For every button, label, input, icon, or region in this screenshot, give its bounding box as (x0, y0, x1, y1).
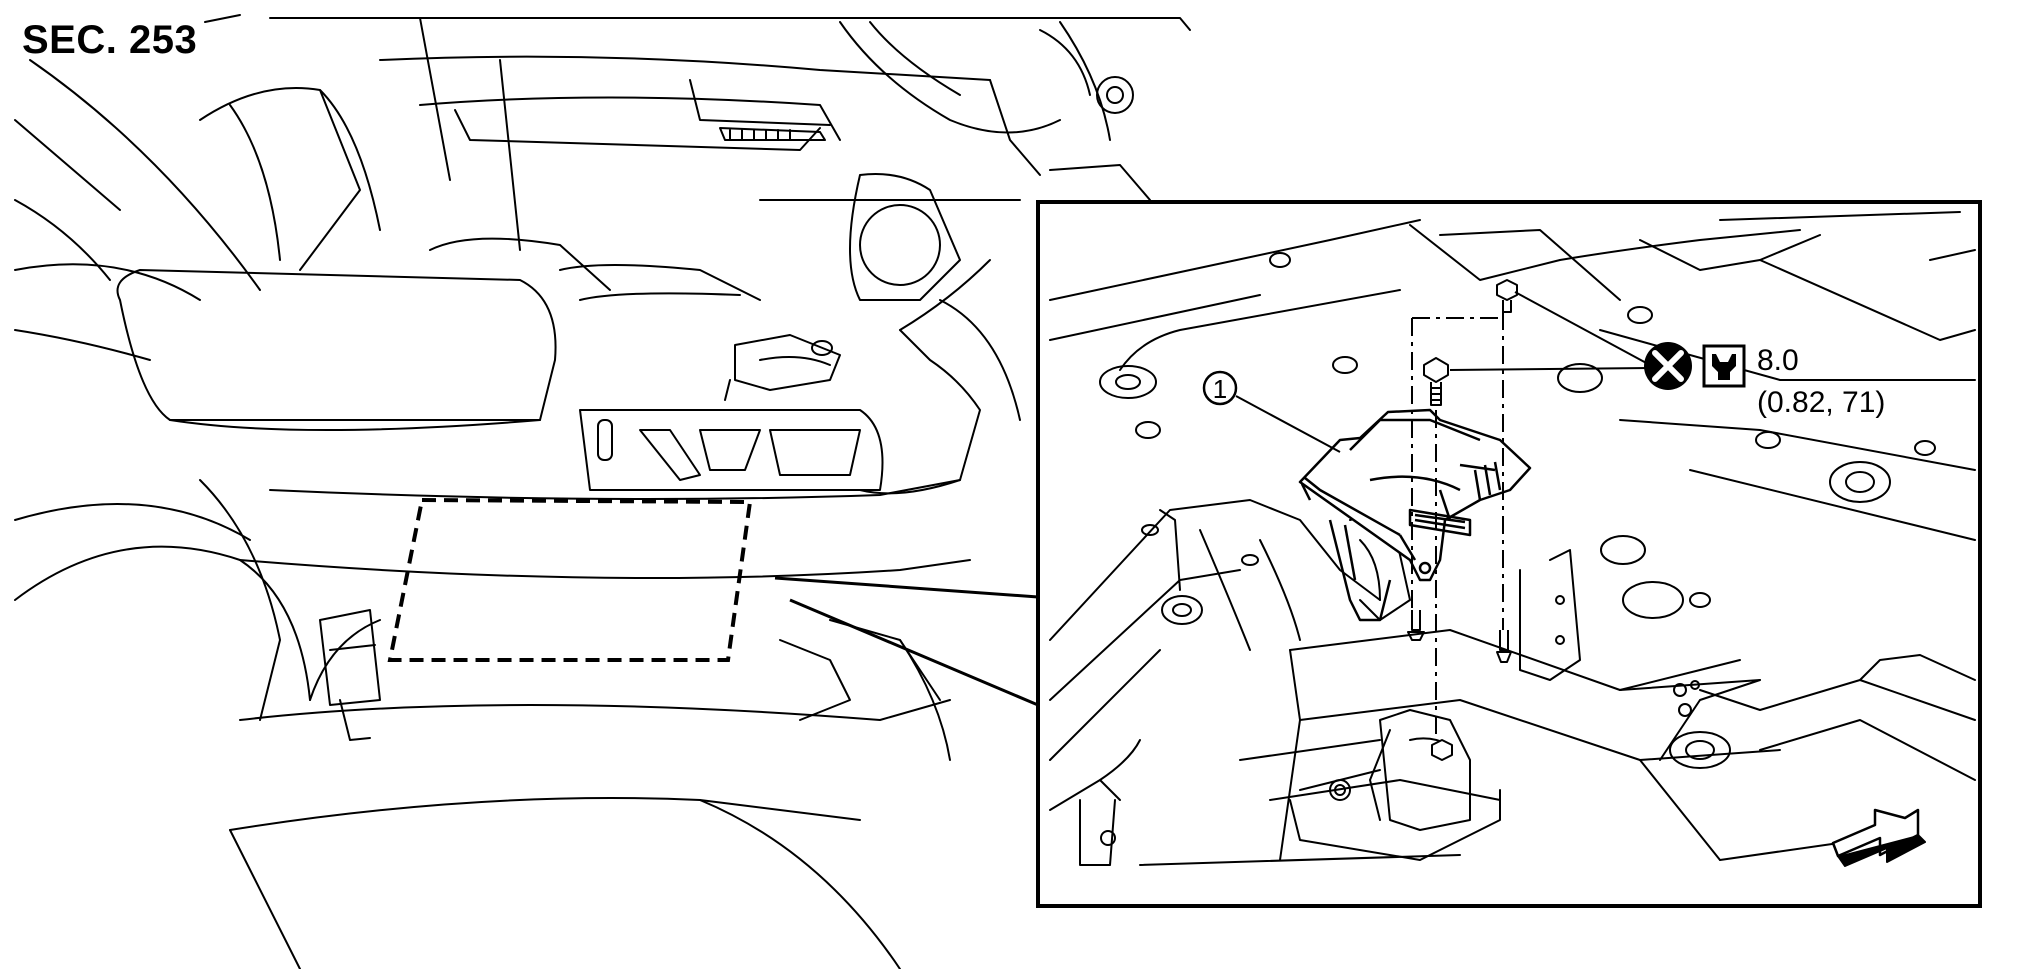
torque-value: 8.0 (1757, 344, 1799, 377)
interior-overview-drawing (14, 14, 1191, 970)
detail-leader-lower (789, 598, 1039, 707)
location-dashed-box (387, 497, 753, 662)
detail-leader-upper (774, 576, 1039, 599)
bolt-leader-2 (1449, 367, 1651, 371)
section-label: SEC. 253 (22, 18, 198, 62)
front-direction-arrow-icon (1831, 808, 1926, 867)
torque-wrench-icon (1702, 344, 1746, 388)
detail-frame (1036, 200, 1982, 908)
do-not-reuse-icon (1644, 342, 1692, 390)
airbag-control-unit (1298, 408, 1532, 622)
bolts-and-install-lines (1407, 279, 1518, 761)
callout-1-leader (1235, 395, 1341, 453)
callout-1-circle (1202, 370, 1238, 406)
floor-panel-drawing (1049, 211, 1976, 866)
bolt-leader-1 (1514, 291, 1651, 366)
torque-units: (0.82, 71) (1757, 386, 1886, 419)
callout-1-number: 1 (1213, 374, 1227, 404)
